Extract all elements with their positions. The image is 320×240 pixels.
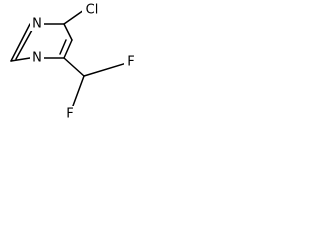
atom-f1-bg: [63, 106, 77, 122]
bond-c5-chf2: [63, 57, 85, 77]
atom-label-n1: N: [32, 17, 42, 32]
atom-label-f2: F: [127, 55, 134, 70]
bond-c3-c4: [63, 23, 73, 41]
atom-cl-bg: [82, 2, 102, 18]
molecule-svg: N N Cl F F: [10, 2, 138, 122]
atom-label-cl: Cl: [86, 3, 99, 18]
atom-n1-bg: [30, 15, 44, 31]
bond-chf2-f2: [83, 61, 131, 77]
structure-diagram: N N Cl F F: [0, 0, 150, 138]
bond-c3-cl: [63, 9, 85, 25]
bond-n2-c6: [10, 57, 31, 62]
atom-label-n2: N: [32, 51, 42, 66]
bond-c2-n1: [10, 23, 31, 62]
atom-n2-bg: [30, 50, 44, 66]
atom-label-f1: F: [66, 107, 73, 122]
bond-c2-n1-inner: [15, 29, 33, 60]
bond-c4-c5: [63, 39, 73, 59]
bond-c4-c5-inner: [59, 39, 67, 55]
atom-f2-bg: [124, 54, 138, 70]
